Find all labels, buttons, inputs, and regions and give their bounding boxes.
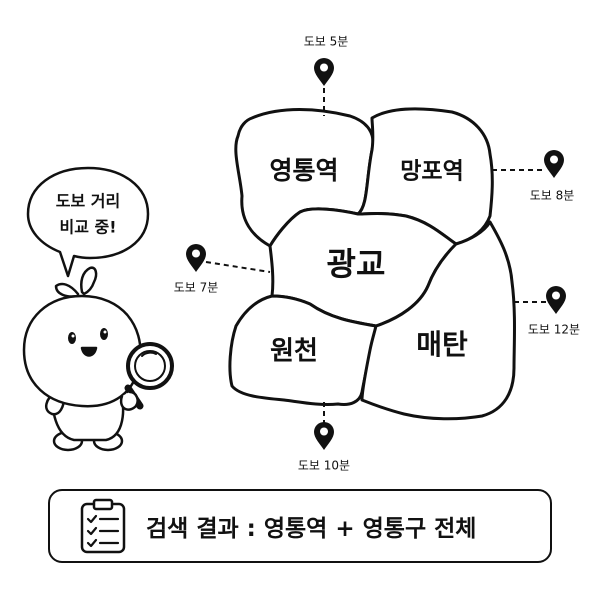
map-pin-icon[interactable] xyxy=(546,286,566,314)
map-pin-icon[interactable] xyxy=(544,150,564,178)
region-wonchon[interactable] xyxy=(228,294,378,406)
checklist-clipboard-icon xyxy=(80,498,126,554)
region-label-yeongtong: 영통역 xyxy=(269,156,338,185)
region-label-gwanggyo: 광교 xyxy=(327,245,386,283)
walk-connectors xyxy=(205,88,546,424)
map-pin-icon[interactable] xyxy=(186,244,206,272)
map-pin-icon[interactable] xyxy=(314,58,334,86)
mascot-sprout-character xyxy=(22,266,174,452)
walk-time-west: 도보 7분 xyxy=(174,281,219,295)
bubble-line-1: 도보 거리 xyxy=(56,192,120,211)
speech-bubble: 도보 거리 비교 중! xyxy=(26,166,150,278)
region-label-maetan: 매탄 xyxy=(416,328,468,361)
district-map xyxy=(228,107,516,421)
region-label-mangpo: 망포역 xyxy=(400,159,463,185)
connector-west xyxy=(205,261,271,273)
search-result-bar: 검색 결과 : 영통역 + 영통구 전체 xyxy=(48,489,552,563)
walk-time-east-lower: 도보 12분 xyxy=(528,323,580,337)
region-label-wonchon: 원천 xyxy=(270,337,318,367)
walk-time-south: 도보 10분 xyxy=(298,459,350,473)
walk-time-east-upper: 도보 8분 xyxy=(530,189,575,203)
region-maetan[interactable] xyxy=(360,220,516,421)
bubble-line-2: 비교 중! xyxy=(59,218,116,237)
map-pin-icon[interactable] xyxy=(314,422,334,450)
search-result-text: 검색 결과 : 영통역 + 영통구 전체 xyxy=(146,516,477,542)
walk-time-north: 도보 5분 xyxy=(304,35,349,49)
